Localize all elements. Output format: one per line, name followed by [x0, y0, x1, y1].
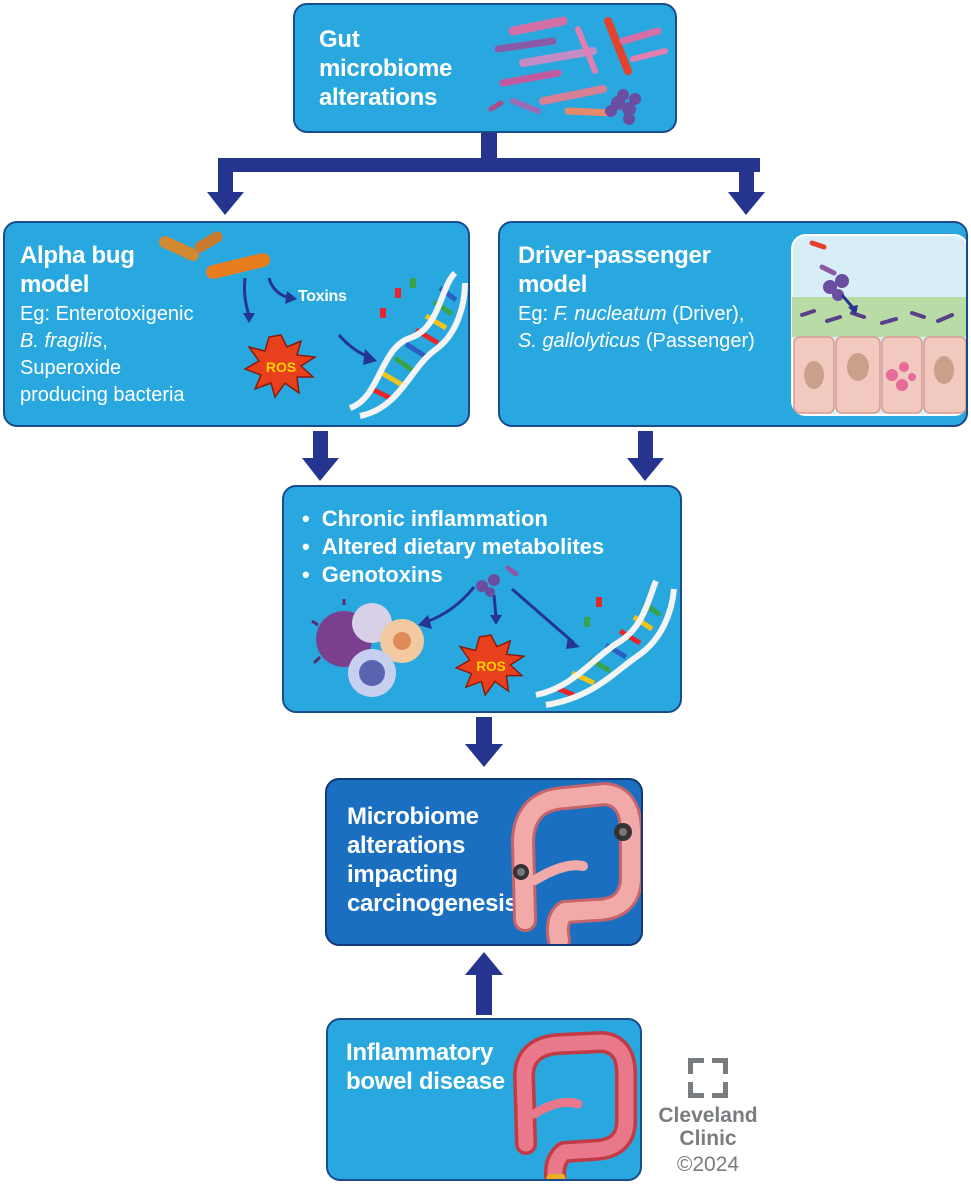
- ros-label: ROS: [266, 359, 296, 375]
- ibd-box: Inflammatory bowel disease: [326, 1018, 642, 1181]
- mechanism-arrows-illustration: [418, 586, 580, 649]
- dna-helix-illustration: [535, 579, 677, 708]
- alpha-arrows-illustration: [243, 277, 297, 323]
- driver-passenger-example: Eg: F. nucleatum (Driver), S. gallolytic…: [518, 303, 755, 352]
- mechanisms-list: Chronic inflammation Altered dietary met…: [302, 505, 604, 589]
- dna-helix-illustration: [348, 270, 468, 419]
- driver-passenger-model-box: Driver-passenger model Eg: F. nucleatum …: [498, 221, 968, 427]
- mechanism-item: Altered dietary metabolites: [302, 533, 604, 561]
- mechanisms-box: Chronic inflammation Altered dietary met…: [282, 485, 682, 713]
- genotoxin-bacteria-illustration: [476, 565, 519, 597]
- carcinogenesis-box: Microbiome alterations impacting carcino…: [325, 778, 643, 946]
- mechanism-item: Genotoxins: [302, 561, 604, 589]
- toxins-label: Toxins: [298, 288, 347, 305]
- logo-copyright: ©2024: [676, 1153, 740, 1176]
- alpha-bug-model-example: Eg: Enterotoxigenic B. fragilis, Superox…: [20, 303, 194, 406]
- cleveland-clinic-logo: Cleveland Clinic ©2024: [648, 1058, 768, 1178]
- mechanism-item: Chronic inflammation: [302, 505, 604, 533]
- inflamed-colon-illustration: [513, 1031, 637, 1179]
- logo-name-line1: Cleveland: [658, 1104, 758, 1127]
- alpha-bacteria-illustration: [159, 231, 270, 279]
- alpha-bug-model-title: Alpha bug model: [20, 242, 135, 298]
- carcinogenesis-title: Microbiome alterations impacting carcino…: [347, 803, 518, 917]
- gut-microbiome-title: Gut microbiome alterations: [319, 26, 453, 111]
- ros-burst-icon: ROS: [243, 334, 318, 399]
- alpha-bug-model-box: Alpha bug model Eg: Enterotoxigenic B. f…: [3, 221, 470, 427]
- gut-microbiome-box: Gut microbiome alterations: [293, 3, 677, 133]
- immune-cells-illustration: [311, 599, 424, 697]
- ros-burst-icon: ROS: [454, 634, 527, 697]
- driver-passenger-model-title: Driver-passenger model: [518, 242, 711, 298]
- cleveland-clinic-cross-icon: [688, 1058, 728, 1098]
- bacteria-cluster-illustration: [488, 16, 668, 125]
- alpha-to-dna-arrow: [337, 334, 377, 365]
- intestinal-epithelium-illustration: [791, 234, 966, 416]
- ibd-title: Inflammatory bowel disease: [346, 1039, 505, 1095]
- ros-label: ROS: [476, 659, 505, 674]
- colon-tumor-illustration: [511, 782, 641, 944]
- logo-name-line2: Clinic: [679, 1127, 737, 1150]
